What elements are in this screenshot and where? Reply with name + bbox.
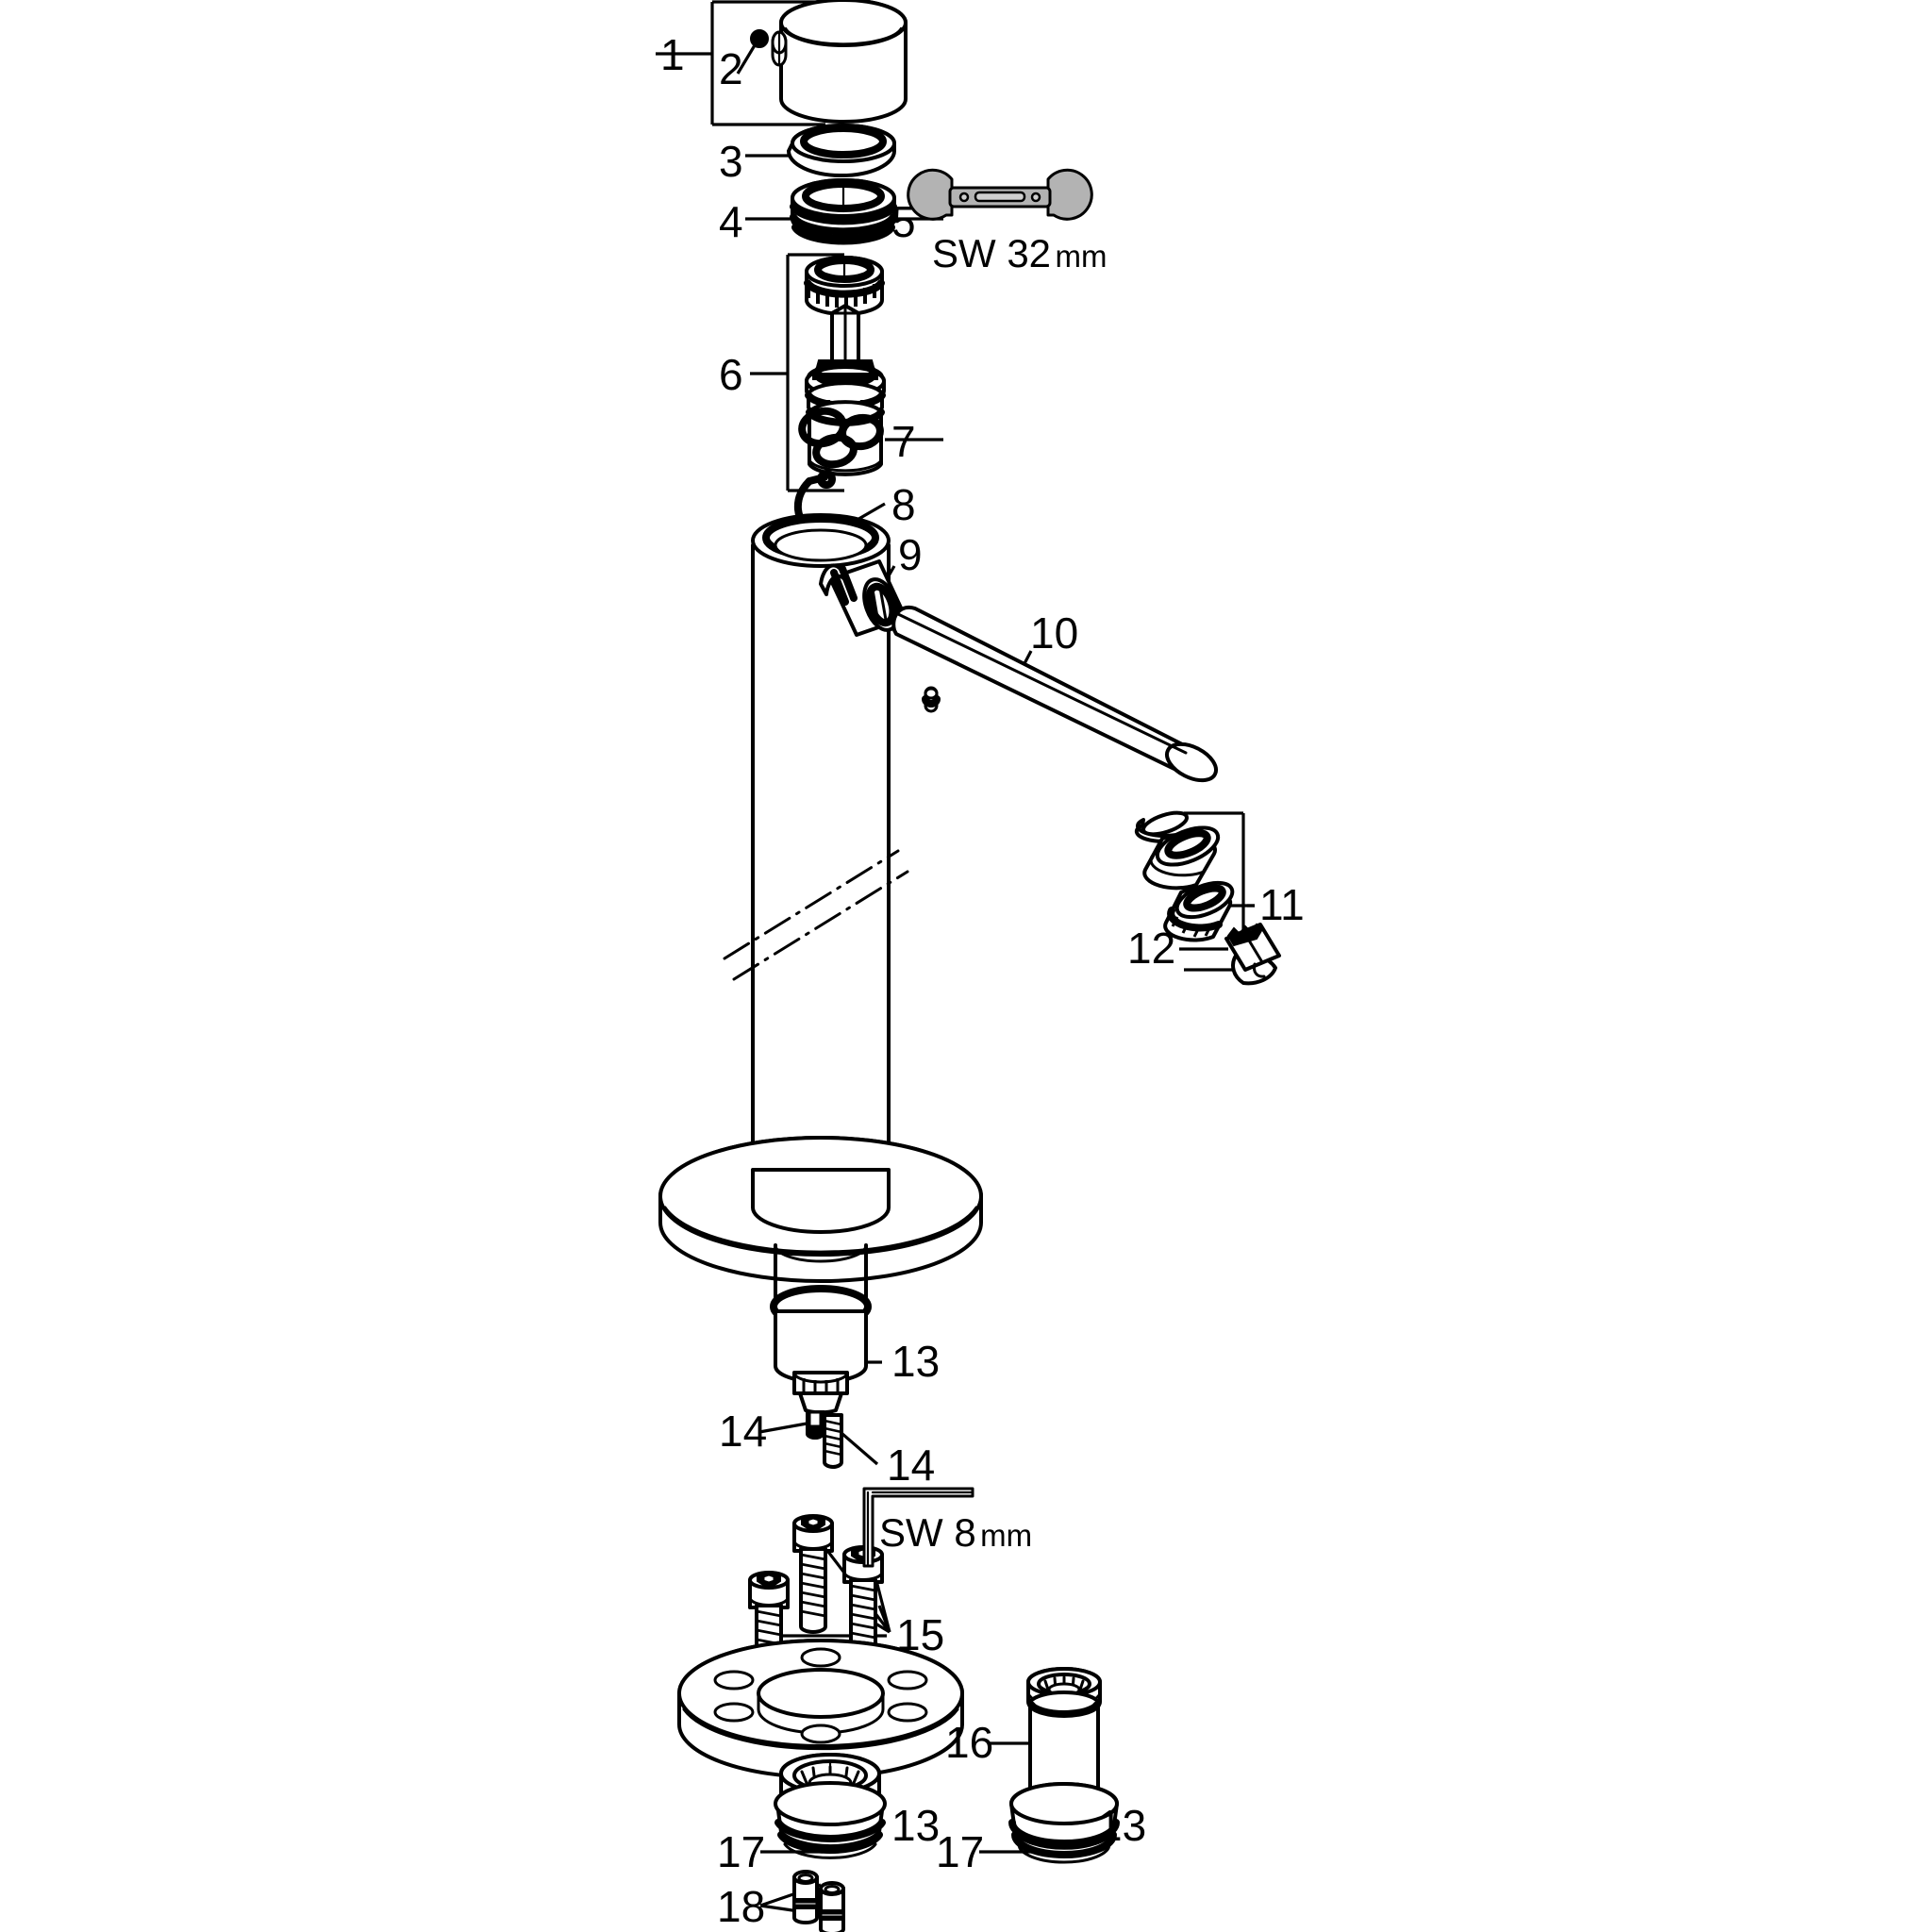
callout-10: 10	[1030, 608, 1079, 658]
spout-small-detail	[922, 686, 941, 713]
part-adapter-left	[760, 1753, 887, 1859]
allen-size-primary: SW 8	[879, 1510, 976, 1555]
allen-key-size-label: SW 8 mm	[879, 1513, 1032, 1553]
part-filter-inserts	[759, 1870, 845, 1932]
part-base-flange	[677, 1639, 964, 1779]
part-top-seal-ring	[751, 502, 891, 568]
callout-14-left: 14	[719, 1407, 768, 1456]
callout-4: 4	[719, 197, 743, 246]
callout-5: 5	[891, 197, 916, 246]
callout-3: 3	[719, 137, 743, 186]
callout-8: 8	[891, 480, 916, 529]
callout-13-shank: 13	[891, 1337, 941, 1386]
allen-size-unit: mm	[980, 1518, 1033, 1553]
part-set-screw	[736, 29, 788, 75]
part-shank	[770, 1243, 882, 1415]
allen-key-icon	[862, 1487, 974, 1568]
part-o-ring-set	[798, 407, 943, 469]
fixing-stud-right	[823, 1413, 843, 1469]
part-aerator-assembly	[1134, 810, 1235, 942]
callout-2: 2	[719, 44, 743, 93]
callout-1: 1	[660, 30, 685, 79]
callout-18: 18	[717, 1882, 766, 1931]
part-collar-ring	[745, 124, 896, 177]
part-plug	[771, 30, 788, 67]
part-escutcheon-plate	[658, 1136, 983, 1283]
callout-16: 16	[945, 1718, 994, 1767]
fixing-stud-left	[806, 1410, 824, 1440]
filter-insert-left	[792, 1870, 819, 1924]
wrench-size-label: SW 32 mm	[932, 234, 1107, 274]
callout-11: 11	[1259, 880, 1305, 929]
filter-insert-right	[819, 1881, 845, 1932]
part-fixing-studs	[758, 1410, 879, 1469]
callout-7: 7	[891, 417, 916, 466]
faucet-body-column	[723, 543, 909, 1198]
bracket-group-1	[656, 0, 825, 126]
callout-14-right: 14	[887, 1441, 936, 1490]
aerator-housing-upper	[1142, 825, 1221, 891]
part-cartridge-spline-ring	[804, 256, 885, 316]
wrench-icon	[907, 168, 1093, 221]
wrench-size-unit: mm	[1055, 239, 1108, 274]
callout-9: 9	[898, 530, 923, 579]
part-handle-cylinder	[779, 0, 908, 124]
wrench-size-primary: SW 32	[932, 231, 1052, 275]
socket-screw-middle	[792, 1514, 834, 1634]
callout-17-left: 17	[717, 1827, 766, 1876]
part-extension-sleeve	[979, 1667, 1120, 1864]
part-spout-tube	[891, 605, 1218, 783]
flange-bolt-holes	[713, 1647, 928, 1744]
callout-12: 12	[1127, 924, 1176, 973]
part-socket-screws	[748, 1514, 891, 1696]
callout-6: 6	[719, 350, 743, 399]
bracket-group-6	[750, 253, 844, 492]
callout-15: 15	[896, 1610, 945, 1659]
part-aerator-key	[1179, 923, 1281, 986]
callout-13-right: 13	[1098, 1801, 1147, 1850]
part-threaded-cap-nut	[745, 178, 943, 245]
part-spout-connector	[819, 559, 908, 637]
callout-13-left: 13	[891, 1801, 941, 1850]
aerator-housing-lower	[1163, 880, 1235, 942]
callout-17-right: 17	[936, 1827, 985, 1876]
